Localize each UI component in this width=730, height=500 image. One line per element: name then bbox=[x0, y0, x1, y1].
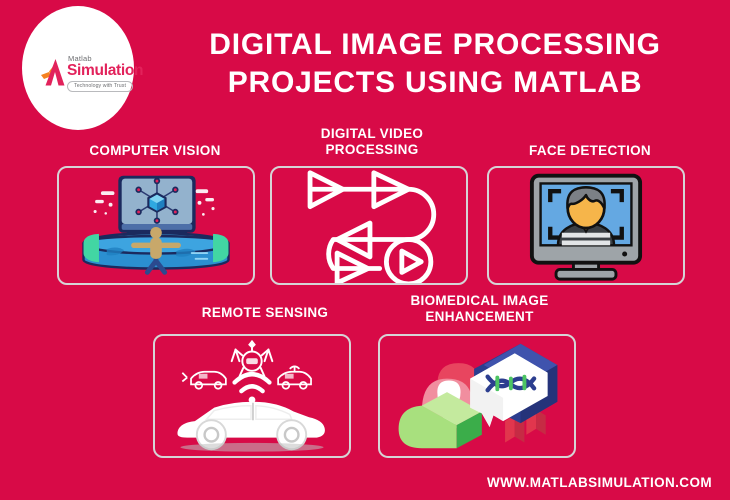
dna-medical-icon bbox=[398, 343, 558, 449]
card-label-bio-line2: ENHANCEMENT bbox=[425, 309, 534, 324]
card-label-face-detection: FACE DETECTION bbox=[529, 143, 651, 158]
matlab-logo-icon bbox=[41, 59, 65, 86]
card-computer-vision[interactable] bbox=[57, 166, 255, 285]
connected-car-icon bbox=[177, 339, 325, 452]
card-label-dvp-line2: PROCESSING bbox=[325, 142, 419, 157]
card-label-computer-vision: COMPUTER VISION bbox=[89, 143, 221, 158]
logo-tagline-text: Technology with Trust bbox=[67, 80, 133, 92]
card-label-biomedical-image-enhancement: BIOMEDICAL IMAGE ENHANCEMENT bbox=[372, 293, 587, 325]
brand-logo-badge: Matlab Simulation Technology with Trust bbox=[22, 6, 144, 130]
card-digital-video-processing[interactable] bbox=[270, 166, 468, 285]
card-label-remote-sensing: REMOTE SENSING bbox=[201, 305, 329, 320]
page-title: DIGITAL IMAGE PROCESSING PROJECTS USING … bbox=[150, 26, 720, 102]
page-title-line1: DIGITAL IMAGE PROCESSING bbox=[209, 28, 661, 61]
video-flow-icon bbox=[307, 170, 437, 283]
page-title-line2: PROJECTS USING MATLAB bbox=[227, 66, 643, 99]
card-label-bio-line1: BIOMEDICAL IMAGE bbox=[410, 293, 549, 308]
footer-website-url: WWW.MATLABSIMULATION.COM bbox=[486, 475, 712, 490]
computer-vision-icon bbox=[82, 175, 230, 275]
face-detection-icon bbox=[529, 173, 643, 281]
logo-simulation-text: Simulation bbox=[67, 61, 144, 79]
card-face-detection[interactable] bbox=[487, 166, 685, 285]
logo-matlab-text: Matlab bbox=[68, 53, 92, 63]
brand-logo: Matlab Simulation Technology with Trust bbox=[40, 50, 144, 96]
card-label-dvp-line1: DIGITAL VIDEO bbox=[320, 126, 424, 141]
card-biomedical-image-enhancement[interactable] bbox=[378, 334, 576, 458]
card-remote-sensing[interactable] bbox=[153, 334, 351, 458]
card-label-digital-video-processing: DIGITAL VIDEO PROCESSING bbox=[272, 126, 472, 158]
